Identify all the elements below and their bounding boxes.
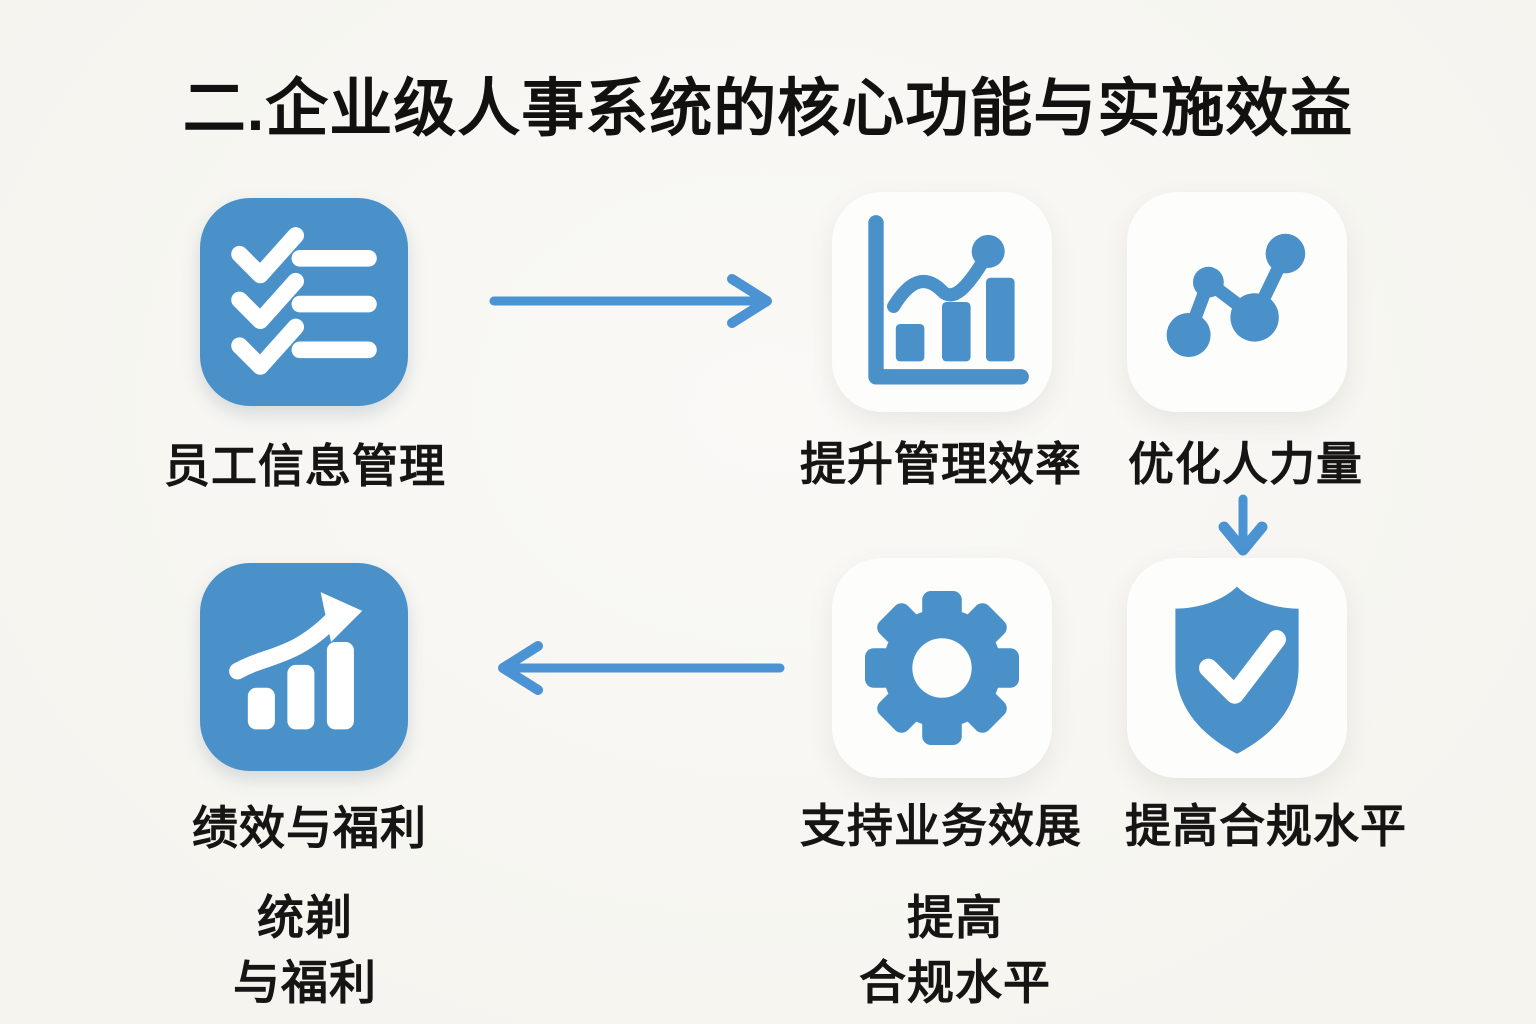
footnote-middle-line1: 提高	[907, 891, 1003, 944]
molecule-icon	[1166, 233, 1306, 357]
growth-chart-icon	[229, 592, 363, 730]
performance-tile	[200, 563, 408, 771]
optimize-tile	[1127, 192, 1347, 412]
bar-chart-trend-icon	[868, 215, 1029, 385]
arrow-right-icon	[489, 274, 772, 328]
performance-label: 绩效与福利	[192, 802, 427, 854]
compliance-label: 提高合规水平	[1125, 800, 1407, 852]
efficiency-label: 提升管理效率	[800, 438, 1082, 490]
business-tile	[832, 558, 1052, 778]
employee-info-tile	[200, 198, 408, 406]
business-label: 支持业务效展	[800, 800, 1082, 852]
efficiency-tile	[832, 192, 1052, 412]
compliance-tile	[1127, 558, 1347, 778]
footnote-left-line1: 统剃	[257, 891, 353, 944]
shield-check-icon	[1175, 586, 1299, 754]
arrow-left-icon	[498, 641, 785, 695]
page-title: 二.企业级人事系统的核心功能与实施效益	[182, 74, 1354, 144]
checklist-icon	[231, 227, 377, 375]
employee-info-label: 员工信息管理	[164, 440, 446, 492]
footnote-left-line2: 与福利	[233, 955, 377, 1009]
footnote-left: 统剃 与福利	[145, 886, 465, 1016]
footnote-middle-line2: 合规水平	[859, 955, 1051, 1009]
optimize-label: 优化人力量	[1128, 438, 1363, 490]
gear-icon	[865, 591, 1019, 745]
footnote-middle: 提高 合规水平	[795, 886, 1115, 1016]
arrow-down-icon	[1218, 494, 1268, 556]
